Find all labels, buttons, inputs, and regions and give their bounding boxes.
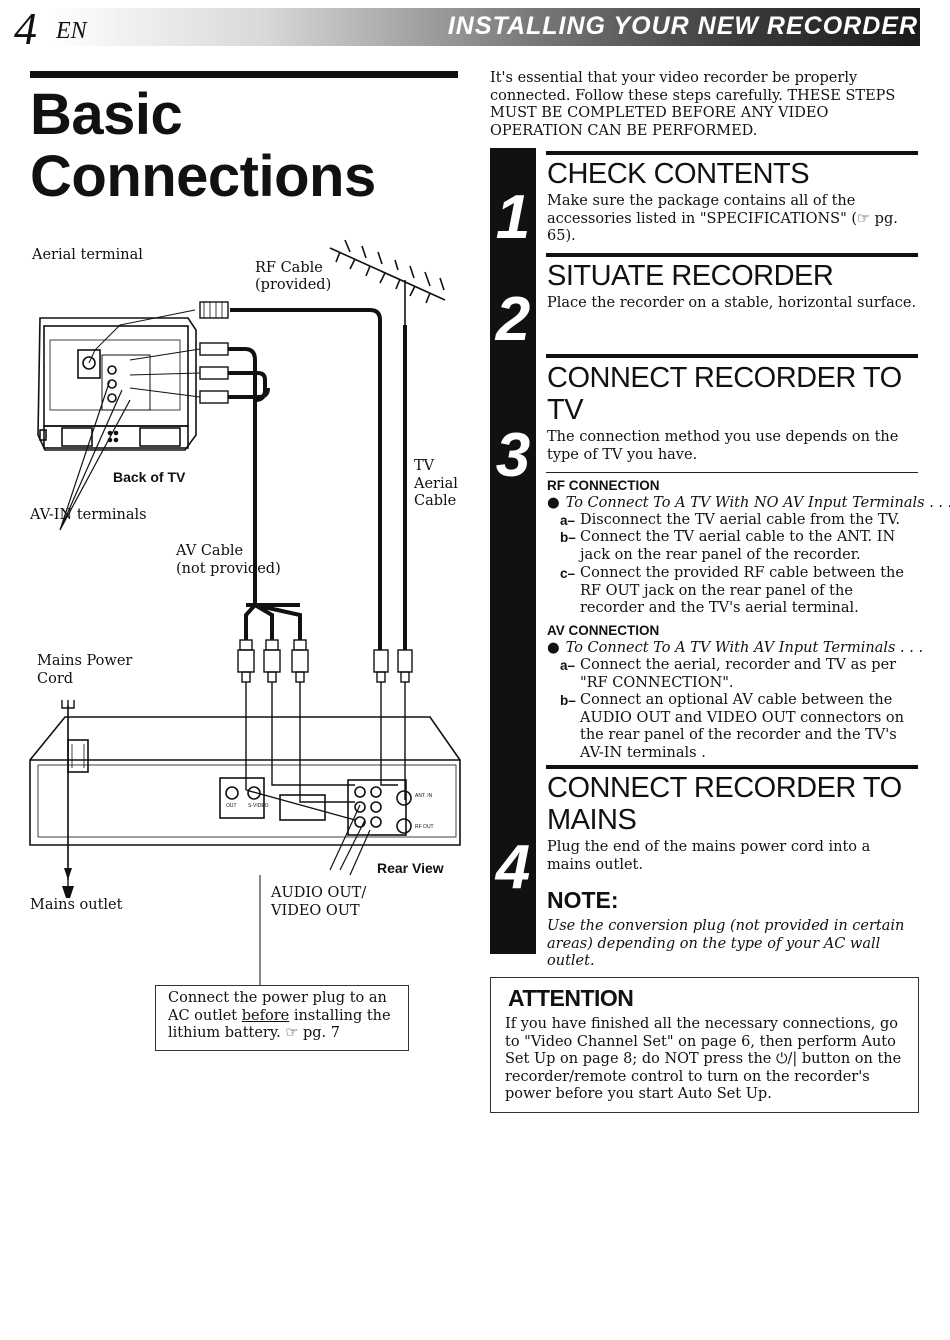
label-tv-aerial-cable-2: Aerial (414, 476, 458, 492)
step-3-title: CONNECT RECORDER TO TV (547, 362, 902, 426)
label-aerial-terminal: Aerial terminal (32, 247, 143, 263)
label-rf-cable: RF Cable (255, 260, 323, 276)
step-4-number: 4 (495, 833, 531, 902)
rf-item-b-text: Connect the TV aerial cable to the ANT. … (580, 529, 896, 563)
label-panel-s-video: S-VIDEO (248, 803, 269, 809)
av-bullet: ●To Connect To A TV With AV Input Termin… (547, 640, 924, 656)
step-4-text: Plug the end of the mains power cord int… (547, 839, 871, 873)
power-note-underlined: before (241, 1007, 290, 1024)
label-mains-outlet: Mains outlet (30, 897, 123, 913)
rf-connection-heading: RF CONNECTION (547, 478, 660, 493)
tv-back-icon (37, 317, 197, 451)
rf-item-a-mark: a– (560, 513, 576, 528)
note-text: Use the conversion plug (not provided in… (547, 918, 905, 969)
rf-item-c-text: Connect the provided RF cable between th… (580, 565, 904, 616)
label-rear-view: Rear View (377, 860, 444, 876)
step-1-title: CHECK CONTENTS (547, 158, 810, 190)
step-number-bar (490, 148, 536, 954)
rf-bullet: ●To Connect To A TV With NO AV Input Ter… (547, 495, 950, 511)
label-av-cable-not-provided: (not provided) (176, 561, 281, 577)
step-3-number: 3 (495, 421, 531, 490)
note-heading: NOTE: (547, 887, 619, 913)
attention-box (490, 977, 919, 1113)
rf-item-a-text: Disconnect the TV aerial cable from the … (580, 512, 900, 528)
intro-paragraph: It's essential that your video recorder … (490, 70, 896, 139)
connection-diagram-drawing (29, 239, 461, 985)
step-2-text: Place the recorder on a stable, horizont… (547, 295, 917, 311)
page-language: EN (56, 18, 87, 44)
page-title-line2: Connections (30, 144, 376, 209)
label-av-cable: AV Cable (176, 543, 244, 559)
av-item-a-text: Connect the aerial, recorder and TV as p… (580, 657, 897, 691)
av-item-b-mark: b– (560, 693, 576, 708)
av-connection-heading: AV CONNECTION (547, 623, 660, 638)
av-item-b: b– Connect an optional AV cable between t… (560, 692, 920, 762)
step-2-number: 2 (495, 285, 531, 354)
attention-heading: ATTENTION (508, 985, 634, 1011)
step-1-text: Make sure the package contains all of th… (547, 193, 898, 244)
label-video-out: VIDEO OUT (271, 903, 360, 919)
label-mains-power-cord: Cord (37, 671, 74, 687)
step-1-rule (546, 151, 918, 155)
step-4-rule (546, 765, 918, 769)
attention-text: If you have finished all the necessary c… (505, 1016, 902, 1102)
label-mains-power: Mains Power (37, 653, 133, 669)
aerial-antenna-icon (329, 239, 446, 325)
power-note-text-2: installing the lithium battery. ☞ pg. 7 (168, 1007, 391, 1042)
label-rf-cable-provided: (provided) (255, 277, 332, 293)
page-title: Basic Connections (30, 84, 376, 208)
step-1-number: 1 (495, 183, 531, 252)
av-bullet-text: To Connect To A TV With AV Input Termina… (565, 640, 924, 656)
header-bar (48, 8, 920, 46)
rca-plugs-icon (237, 639, 413, 683)
label-panel-ant-in: ANT. IN (415, 793, 433, 799)
step-4-title: CONNECT RECORDER TO MAINS (547, 772, 902, 836)
page-number: 4 (14, 3, 37, 54)
rf-item-b: b– Connect the TV aerial cable to the ANT… (560, 529, 920, 564)
rf-item-b-mark: b– (560, 530, 576, 545)
av-item-a: a– Connect the aerial, recorder and TV as… (560, 657, 920, 692)
av-item-a-mark: a– (560, 658, 576, 673)
av-item-b-text: Connect an optional AV cable between the… (580, 692, 904, 761)
power-plug-note: Connect the power plug to an AC outlet b… (155, 985, 409, 1051)
label-tv-aerial-cable-1: TV (414, 458, 435, 474)
video-recorder-icon (29, 716, 461, 846)
step-3-rule (546, 354, 918, 358)
section-title: INSTALLING YOUR NEW RECORDER (447, 12, 918, 40)
rf-bullet-text: To Connect To A TV With NO AV Input Term… (565, 495, 950, 511)
rf-item-c: c– Connect the provided RF cable between … (560, 565, 920, 618)
label-tv-aerial-cable-3: Cable (414, 493, 457, 509)
page-title-line1: Basic (30, 82, 183, 147)
rf-item-a: a– Disconnect the TV aerial cable from th… (560, 512, 920, 530)
step-2-title: SITUATE RECORDER (547, 260, 834, 292)
label-audio-out: AUDIO OUT/ (271, 885, 367, 901)
rf-rule (546, 472, 918, 473)
step-3-text: The connection method you use depends on… (547, 429, 899, 463)
rf-item-c-mark: c– (560, 566, 576, 581)
label-av-in-terminals: AV-IN terminals (30, 507, 147, 523)
title-rule (30, 71, 458, 78)
power-note-text-1: Connect the power plug to an AC outlet (168, 990, 387, 1024)
step-2-rule (546, 253, 918, 257)
connection-diagram: Aerial terminal RF Cable (provided) Back… (0, 230, 470, 990)
label-panel-rf-out: RF OUT (415, 824, 434, 830)
label-back-of-tv: Back of TV (113, 469, 186, 485)
label-panel-out: OUT (226, 803, 237, 809)
